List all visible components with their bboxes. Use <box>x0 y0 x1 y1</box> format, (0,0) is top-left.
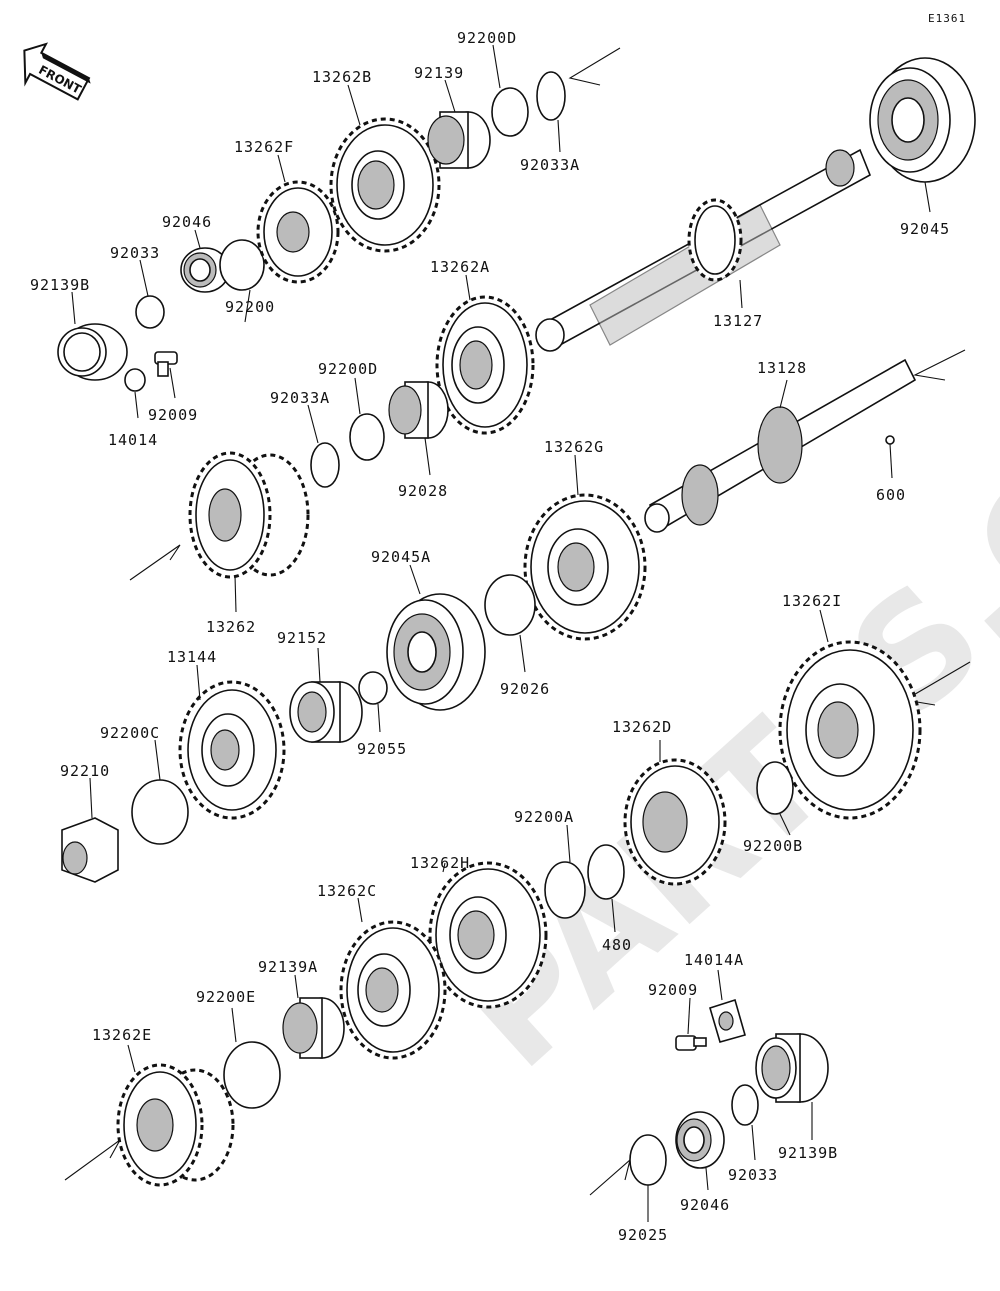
label-92210: 92210 <box>60 762 110 780</box>
part-13262E[interactable] <box>116 1063 235 1187</box>
part-92028[interactable] <box>388 381 449 439</box>
leader-lines <box>71 44 931 1222</box>
label-92055: 92055 <box>357 740 407 758</box>
label-13262: 13262 <box>206 618 256 636</box>
label-92009-bot: 92009 <box>648 981 698 999</box>
part-92046-bot[interactable] <box>675 1111 725 1169</box>
label-92045A: 92045A <box>371 548 431 566</box>
part-92200D-mid[interactable] <box>349 413 385 461</box>
part-92009-bot[interactable] <box>675 1035 707 1051</box>
part-13127[interactable] <box>535 148 872 352</box>
label-92046-bot: 92046 <box>680 1196 730 1214</box>
label-92139B-top: 92139B <box>30 276 90 294</box>
part-labels: 92200D 92139 13262B 92033A 92045 13262F … <box>30 29 950 1244</box>
part-92045[interactable] <box>869 57 976 183</box>
label-13262C: 13262C <box>317 882 377 900</box>
label-14014: 14014 <box>108 431 158 449</box>
part-92033A-mid[interactable] <box>310 442 340 488</box>
label-13262H: 13262H <box>410 854 470 872</box>
part-92033-bot[interactable] <box>731 1084 759 1126</box>
part-480[interactable] <box>587 844 625 900</box>
label-14014A: 14014A <box>684 951 744 969</box>
label-92200D-top: 92200D <box>457 29 517 47</box>
diagram-code: E1361 <box>928 12 966 25</box>
part-92152[interactable] <box>289 681 363 743</box>
label-92026: 92026 <box>500 680 550 698</box>
label-13262E: 13262E <box>92 1026 152 1044</box>
part-92033-top[interactable] <box>135 295 165 329</box>
label-13262D: 13262D <box>612 718 672 736</box>
part-13144[interactable] <box>178 680 286 820</box>
part-92210[interactable] <box>61 817 119 883</box>
label-92200B: 92200B <box>743 837 803 855</box>
part-92200E[interactable] <box>223 1041 281 1109</box>
part-13262A[interactable] <box>435 295 535 435</box>
part-92200[interactable] <box>219 239 265 291</box>
part-13262H[interactable] <box>428 861 548 1009</box>
part-92033A-top[interactable] <box>536 71 566 121</box>
label-13262B: 13262B <box>312 68 372 86</box>
part-92025[interactable] <box>629 1134 667 1186</box>
part-13262I[interactable] <box>778 640 922 820</box>
part-92045A[interactable] <box>386 593 486 711</box>
part-13128[interactable] <box>644 358 917 533</box>
label-92139: 92139 <box>414 64 464 82</box>
label-13127: 13127 <box>713 312 763 330</box>
part-92139[interactable] <box>427 111 491 169</box>
label-92033A-top: 92033A <box>520 156 580 174</box>
part-92200B[interactable] <box>756 761 794 815</box>
label-92200E: 92200E <box>196 988 256 1006</box>
label-13144: 13144 <box>167 648 217 666</box>
part-92139B-top[interactable] <box>57 323 128 381</box>
part-13262C[interactable] <box>339 920 447 1060</box>
label-13262F: 13262F <box>234 138 294 156</box>
label-92033-bot: 92033 <box>728 1166 778 1184</box>
label-92025: 92025 <box>618 1226 668 1244</box>
part-92046-top[interactable] <box>180 247 230 293</box>
label-13262G: 13262G <box>544 438 604 456</box>
label-13262I: 13262I <box>782 592 842 610</box>
label-92200: 92200 <box>225 298 275 316</box>
label-13128: 13128 <box>757 359 807 377</box>
label-92200A: 92200A <box>514 808 574 826</box>
part-92026[interactable] <box>484 574 536 636</box>
label-92152: 92152 <box>277 629 327 647</box>
part-92139A[interactable] <box>282 997 345 1059</box>
part-13262G[interactable] <box>523 493 647 641</box>
label-480: 480 <box>602 936 632 954</box>
label-92033-top: 92033 <box>110 244 160 262</box>
label-92200D-mid: 92200D <box>318 360 378 378</box>
part-13262D[interactable] <box>623 758 727 886</box>
part-14014[interactable] <box>124 368 146 392</box>
label-92028: 92028 <box>398 482 448 500</box>
part-13262F[interactable] <box>256 180 340 284</box>
part-92055[interactable] <box>358 671 388 705</box>
part-92200D-top[interactable] <box>491 87 529 137</box>
part-92009-top[interactable] <box>154 351 178 377</box>
part-13262B[interactable] <box>329 117 441 253</box>
label-13262A: 13262A <box>430 258 490 276</box>
part-13262[interactable] <box>188 451 310 579</box>
label-600: 600 <box>876 486 906 504</box>
part-14014A[interactable] <box>709 998 746 1043</box>
part-92139B-bot[interactable] <box>755 1033 829 1103</box>
label-92009-top: 92009 <box>148 406 198 424</box>
part-92200C[interactable] <box>131 779 189 845</box>
label-92033A-mid: 92033A <box>270 389 330 407</box>
part-600[interactable] <box>885 435 895 445</box>
label-92200C: 92200C <box>100 724 160 742</box>
label-92139B-bot: 92139B <box>778 1144 838 1162</box>
front-arrow-icon: FRONT <box>23 42 91 101</box>
label-92045: 92045 <box>900 220 950 238</box>
part-92200A[interactable] <box>544 861 586 919</box>
label-92046-top: 92046 <box>162 213 212 231</box>
label-92139A: 92139A <box>258 958 318 976</box>
